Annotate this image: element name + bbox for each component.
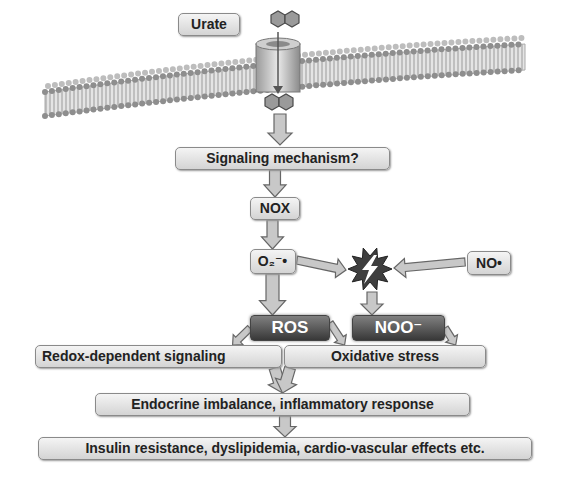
hollow-arrow	[296, 256, 346, 278]
node-text: NOO⁻	[375, 318, 423, 338]
enzyme-box: NOX	[250, 197, 300, 220]
effect-box: Endocrine imbalance, inflammatory respon…	[95, 393, 470, 416]
label-box: Urate	[178, 13, 240, 36]
effect-box: Oxidative stress	[284, 345, 486, 368]
hollow-arrow	[268, 114, 292, 145]
hollow-arrow	[262, 220, 284, 249]
node-text: Oxidative stress	[331, 348, 439, 364]
node-text: NOX	[260, 200, 290, 216]
hollow-arrow	[260, 274, 286, 315]
hollow-arrow	[276, 366, 297, 393]
node-text: Redox-dependent signaling	[42, 348, 226, 364]
hollow-arrow	[264, 170, 286, 197]
outcome-box: Insulin resistance, dyslipidemia, cardio…	[38, 437, 532, 460]
node-text: O₂⁻•	[258, 253, 287, 269]
process-box: Signaling mechanism?	[175, 147, 390, 170]
hollow-arrow	[274, 416, 296, 437]
hollow-arrow	[361, 292, 383, 315]
node-text: Endocrine imbalance, inflammatory respon…	[131, 396, 434, 412]
urate-molecule	[265, 94, 293, 110]
node-text: ROS	[272, 318, 309, 338]
radical-box: O₂⁻•	[250, 249, 296, 274]
reaction-burst	[348, 248, 392, 290]
urate-molecule	[271, 11, 299, 27]
node-text: Insulin resistance, dyslipidemia, cardio…	[85, 440, 484, 456]
node-text: NO•	[476, 255, 502, 271]
node-text: Signaling mechanism?	[206, 150, 358, 166]
channel	[256, 32, 300, 94]
product-box: ROS	[250, 315, 330, 341]
product-box: NOO⁻	[352, 315, 445, 341]
hollow-arrow	[394, 258, 465, 277]
radical-box: NO•	[467, 251, 511, 275]
node-text: Urate	[191, 16, 227, 32]
effect-box: Redox-dependent signaling	[35, 345, 282, 368]
membrane	[45, 38, 525, 116]
